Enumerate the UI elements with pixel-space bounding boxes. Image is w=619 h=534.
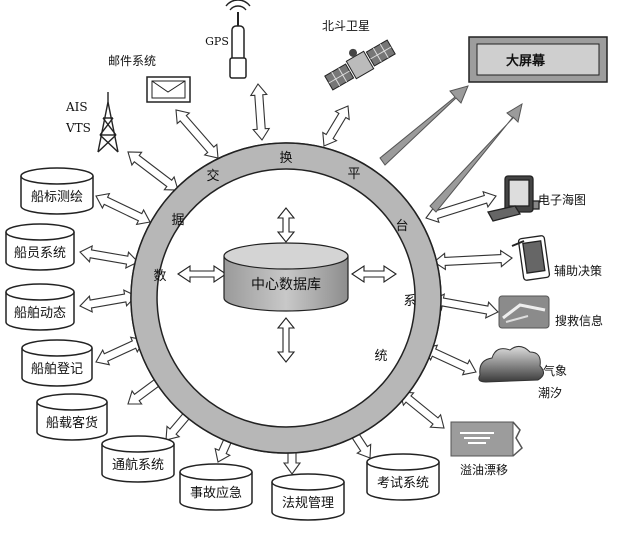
ship-registry-db: 船舶登记: [21, 339, 93, 387]
decision-label: 辅助决策: [554, 264, 602, 278]
rescue-image-icon: [498, 295, 550, 329]
passenger-cargo-db: 船载客货: [36, 393, 108, 441]
big-screen-box: 大屏幕: [468, 36, 608, 83]
navigation-db-label: 通航系统: [112, 457, 164, 473]
tide-label: 潮汐: [538, 385, 562, 400]
arrow-beidou: [322, 105, 350, 147]
arrow-e-chart: [425, 190, 497, 224]
rescue-label: 搜救信息: [555, 313, 603, 328]
arrow-ais-vts: [127, 151, 179, 191]
arrow-rescue: [431, 293, 499, 319]
regulations-db-label: 法规管理: [282, 496, 334, 511]
core-arrows: [177, 207, 397, 363]
big-screen-label: 大屏幕: [506, 53, 546, 69]
exam-db: 考试系统: [366, 453, 440, 501]
regulations-db: 法规管理: [271, 473, 345, 521]
cloud-icon: [478, 346, 544, 383]
core-label: 中心数据库: [251, 277, 321, 293]
emergency-db: 事故应急: [179, 463, 253, 511]
ring-char-4: 台: [395, 219, 408, 234]
arrow-email: [175, 109, 219, 159]
ship-dynamics-db-label: 船舶动态: [14, 305, 66, 321]
satellite-icon: [324, 39, 396, 91]
gps-antenna-icon: [225, 0, 251, 79]
ring-char-5: 系: [403, 294, 416, 309]
ring-char-3: 平: [347, 167, 360, 182]
central-database: 中心数据库: [223, 242, 349, 312]
arrow-ship-survey: [95, 192, 151, 226]
oil-spill-icon: [450, 421, 523, 457]
arrow-decision: [433, 249, 513, 271]
vts-label: VTS: [65, 121, 91, 135]
gps-label: GPS: [205, 35, 229, 48]
oil-drift-label: 溢油漂移: [460, 463, 508, 477]
ship-registry-db-label: 船舶登记: [31, 361, 83, 377]
ring-char-1: 交: [206, 168, 219, 184]
navigation-db: 通航系统: [101, 435, 175, 483]
arrow-ship-dynamics: [79, 289, 137, 313]
ring-char-2: 换: [279, 151, 292, 166]
beidou-label: 北斗卫星: [322, 19, 370, 33]
ship-dynamics-db: 船舶动态: [5, 283, 75, 331]
ship-survey-db: 船标测绘: [20, 167, 94, 215]
crew-db: 船员系统: [5, 223, 75, 271]
ship-survey-db-label: 船标测绘: [31, 190, 83, 205]
tablet-icon: [511, 235, 551, 281]
arrow-gps: [249, 83, 271, 141]
email-label: 邮件系统: [108, 54, 156, 68]
ring-text: 交 换 平 台 系 统 数 据: [153, 151, 416, 364]
passenger-cargo-db-label: 船载客货: [46, 415, 98, 431]
ring-char-8: 据: [171, 213, 184, 228]
big-screen-arrows: [379, 85, 523, 213]
ring-char-6: 统: [374, 349, 387, 364]
radio-tower-icon: [97, 92, 119, 153]
crew-db-label: 船员系统: [14, 246, 66, 261]
arrow-oil-drift: [399, 391, 445, 429]
weather-label: 气象: [543, 363, 567, 378]
computer-icon: [487, 175, 540, 222]
ring-char-7: 数: [153, 269, 166, 284]
e-chart-label: 电子海图: [538, 192, 586, 207]
ais-label: AIS: [65, 100, 88, 114]
exam-db-label: 考试系统: [377, 476, 429, 491]
emergency-db-label: 事故应急: [190, 485, 242, 501]
envelope-icon: [146, 76, 191, 103]
arrow-crew: [79, 245, 139, 269]
